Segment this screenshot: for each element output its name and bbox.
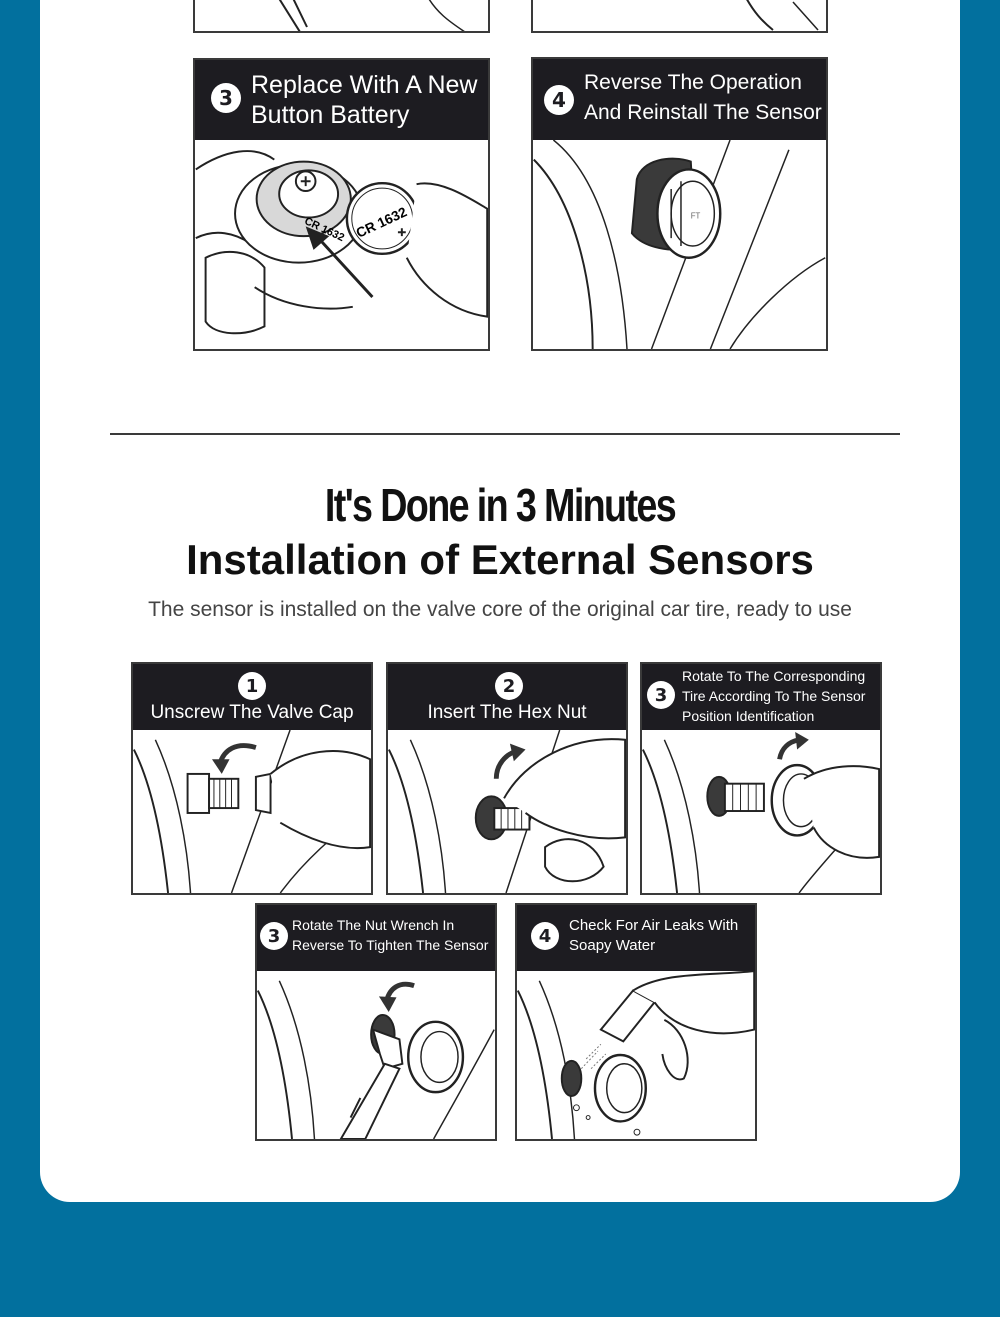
hex-nut-illustration xyxy=(388,730,626,893)
step-label-line2: Button Battery xyxy=(251,101,410,129)
step-header: 3 Replace With A New Button Battery xyxy=(195,60,488,140)
step-panel-reinstall-sensor: 4 Reverse The Operation And Reinstall Th… xyxy=(531,57,828,351)
step-label-line1: Check For Air Leaks With xyxy=(569,917,739,934)
step-panel-unscrew-cap: 1 Unscrew The Valve Cap xyxy=(131,662,373,895)
top-panel-cropped-left xyxy=(193,0,490,33)
step-number-badge: 1 xyxy=(238,672,266,700)
step-panel-replace-battery: 3 Replace With A New Button Battery CR 1… xyxy=(193,58,490,351)
soapy-water-illustration xyxy=(517,971,755,1139)
step-number-badge: 4 xyxy=(531,922,559,950)
step-label-line2: Tire According To The Sensor xyxy=(682,688,866,704)
step-panel-rotate-position: 3 Rotate To The Corresponding Tire Accor… xyxy=(640,662,882,895)
step-header: 4 Check For Air Leaks With Soapy Water xyxy=(517,905,755,971)
step-header: 3 Rotate To The Corresponding Tire Accor… xyxy=(642,664,880,730)
unscrew-cap-illustration xyxy=(133,730,371,893)
step-label: Insert The Hex Nut xyxy=(427,702,587,723)
step-number-badge: 3 xyxy=(647,681,675,709)
top-panel-cropped-right xyxy=(531,0,828,33)
step-number-badge: 3 xyxy=(260,922,288,950)
step-label-line2: Reverse To Tighten The Sensor xyxy=(292,937,489,953)
section-divider xyxy=(110,433,900,435)
step-header: 3 Rotate The Nut Wrench In Reverse To Ti… xyxy=(257,905,495,971)
step-label-line1: Reverse The Operation xyxy=(584,71,802,94)
step-label-line3: Position Identification xyxy=(682,708,815,724)
step-label-line1: Rotate To The Corresponding xyxy=(682,668,866,684)
step-header: 2 Insert The Hex Nut xyxy=(388,664,626,730)
step-label-line2: Soapy Water xyxy=(569,937,656,954)
step-header: 1 Unscrew The Valve Cap xyxy=(133,664,371,730)
step-label-line2: And Reinstall The Sensor xyxy=(584,101,822,124)
section-subtitle: The sensor is installed on the valve cor… xyxy=(148,598,852,621)
wrench-illustration xyxy=(257,971,495,1139)
illustration-cropped-right xyxy=(746,0,819,31)
sensor-reinstall-illustration: FT xyxy=(533,140,826,349)
illustration-cropped-left xyxy=(278,0,465,31)
step-label-line1: Rotate The Nut Wrench In xyxy=(292,917,455,933)
section-title: It's Done in 3 Minutes xyxy=(324,479,677,531)
rotate-sensor-illustration xyxy=(642,730,880,893)
step-number-badge: 2 xyxy=(495,672,523,700)
step-label-line1: Replace With A New xyxy=(251,71,478,99)
step-number-badge: 4 xyxy=(544,85,574,115)
section-heading: Installation of External Sensors xyxy=(186,536,814,583)
battery-replacement-illustration: CR 1632 CR 1632 xyxy=(195,140,488,349)
step-number-badge: 3 xyxy=(211,83,241,113)
svg-text:FT: FT xyxy=(691,211,701,220)
step-panel-insert-hex-nut: 2 Insert The Hex Nut xyxy=(386,662,628,895)
step-panel-tighten-wrench: 3 Rotate The Nut Wrench In Reverse To Ti… xyxy=(255,903,497,1141)
step-panel-check-leaks: 4 Check For Air Leaks With Soapy Water xyxy=(515,903,757,1141)
step-label: Unscrew The Valve Cap xyxy=(150,702,354,723)
step-header: 4 Reverse The Operation And Reinstall Th… xyxy=(533,59,826,140)
